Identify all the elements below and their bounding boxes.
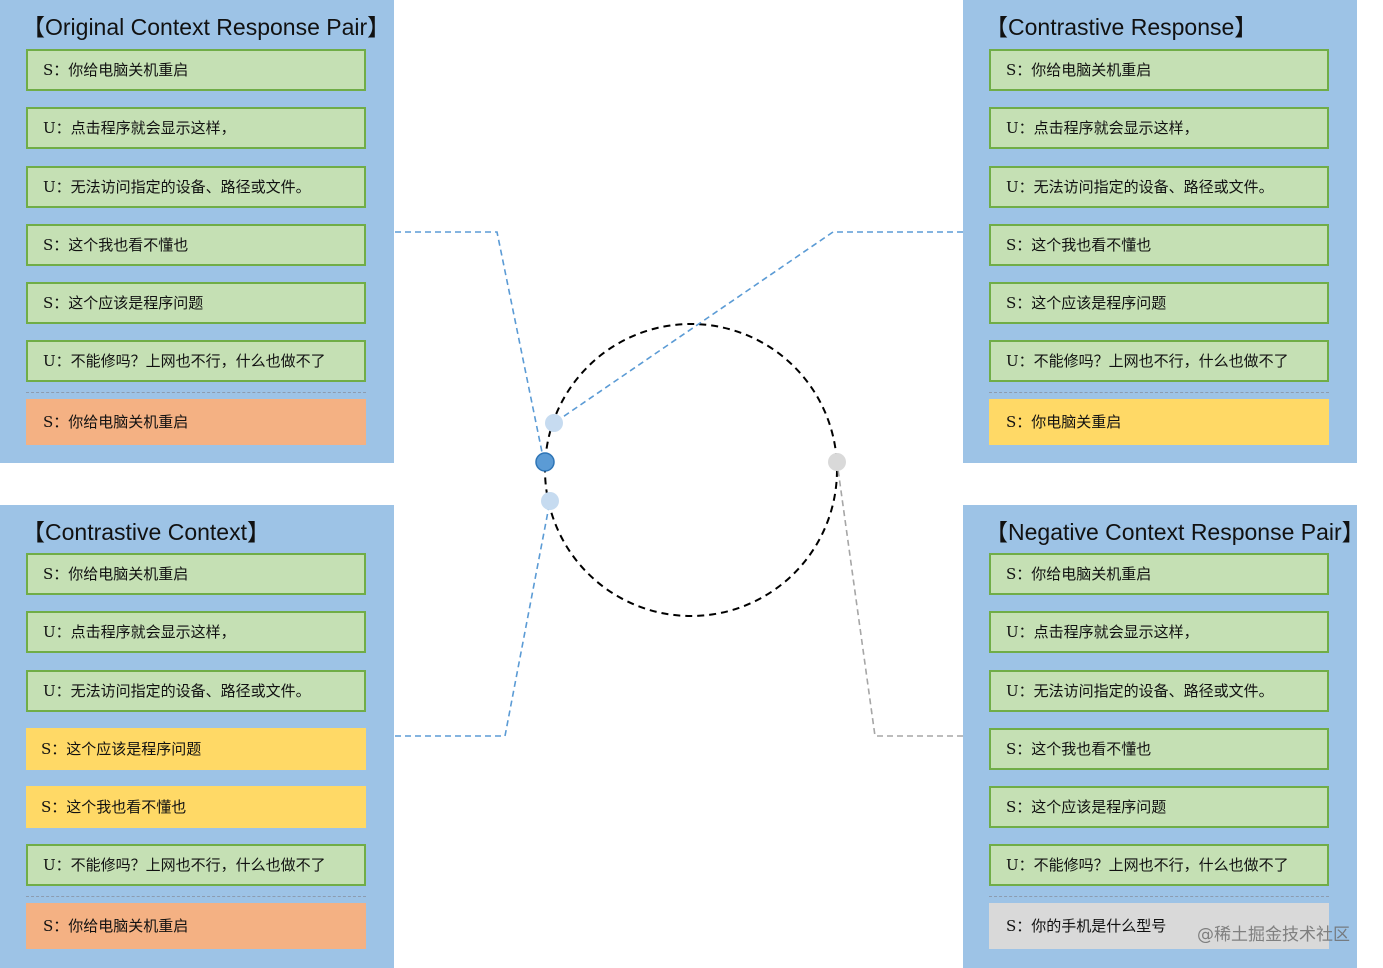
- context-turn: U：不能修吗？上网也不行，什么也做不了: [989, 844, 1329, 886]
- context-turn: U：无法访问指定的设备、路径或文件。: [26, 670, 366, 712]
- context-response-divider: [26, 896, 366, 897]
- response-turn: S：你电脑关重启: [989, 399, 1329, 445]
- response-turn: S：你的手机是什么型号: [989, 903, 1329, 949]
- context-turn: U：点击程序就会显示这样，: [989, 107, 1329, 149]
- context-turn: S：这个应该是程序问题: [989, 282, 1329, 324]
- anchor-point: [535, 452, 555, 472]
- contrastive-response-connector: [553, 231, 963, 424]
- context-turn: S：你给电脑关机重启: [26, 553, 366, 595]
- contrastive-response-point: [545, 414, 563, 432]
- context-turn: S：这个我也看不懂也: [989, 728, 1329, 770]
- context-turn: S：这个应该是程序问题: [989, 786, 1329, 828]
- negative-pair-panel: 【Negative Context Response Pair】 S：你给电脑关…: [963, 505, 1365, 968]
- contrastive-response-panel: 【Contrastive Response】 S：你给电脑关机重启 U：点击程序…: [963, 0, 1357, 463]
- context-turn: U：点击程序就会显示这样，: [26, 107, 366, 149]
- response-turn: S：你给电脑关机重启: [26, 903, 366, 949]
- context-response-divider: [989, 896, 1329, 897]
- response-turn: S：你给电脑关机重启: [26, 399, 366, 445]
- context-turn: U：无法访问指定的设备、路径或文件。: [989, 166, 1329, 208]
- context-turn: U：不能修吗？上网也不行，什么也做不了: [989, 340, 1329, 382]
- contrastive-context-connector: [395, 500, 551, 737]
- original-connector: [395, 231, 545, 463]
- context-turn: U：不能修吗？上网也不行，什么也做不了: [26, 340, 366, 382]
- watermark: @稀土掘金技术社区: [1197, 925, 1350, 945]
- context-turn: S：这个我也看不懂也: [989, 224, 1329, 266]
- context-turn: S：你给电脑关机重启: [989, 553, 1329, 595]
- context-turn: S：你给电脑关机重启: [26, 49, 366, 91]
- panel-title: 【Original Context Response Pair】: [22, 14, 391, 40]
- panel-title: 【Negative Context Response Pair】: [985, 519, 1365, 545]
- negative-connector: [836, 461, 963, 737]
- context-turn: S：你给电脑关机重启: [989, 49, 1329, 91]
- context-turn: S：这个应该是程序问题: [26, 282, 366, 324]
- original-pair-panel: 【Original Context Response Pair】 S：你给电脑关…: [0, 0, 394, 463]
- contrastive-context-panel: 【Contrastive Context】 S：你给电脑关机重启 U：点击程序就…: [0, 505, 394, 968]
- context-turn: U：无法访问指定的设备、路径或文件。: [989, 670, 1329, 712]
- context-turn: U：不能修吗？上网也不行，什么也做不了: [26, 844, 366, 886]
- swapped-context-turn: S：这个我也看不懂也: [26, 786, 366, 828]
- context-turn: U：点击程序就会显示这样，: [26, 611, 366, 653]
- context-turn: U：无法访问指定的设备、路径或文件。: [26, 166, 366, 208]
- context-turn: S：这个我也看不懂也: [26, 224, 366, 266]
- panel-title: 【Contrastive Response】: [985, 14, 1258, 40]
- context-response-divider: [989, 392, 1329, 393]
- context-turn: U：点击程序就会显示这样，: [989, 611, 1329, 653]
- context-response-divider: [26, 392, 366, 393]
- contrastive-context-point: [541, 492, 559, 510]
- panel-title: 【Contrastive Context】: [22, 519, 270, 545]
- negative-point: [828, 453, 846, 471]
- swapped-context-turn: S：这个应该是程序问题: [26, 728, 366, 770]
- embedding-circle: [544, 323, 838, 617]
